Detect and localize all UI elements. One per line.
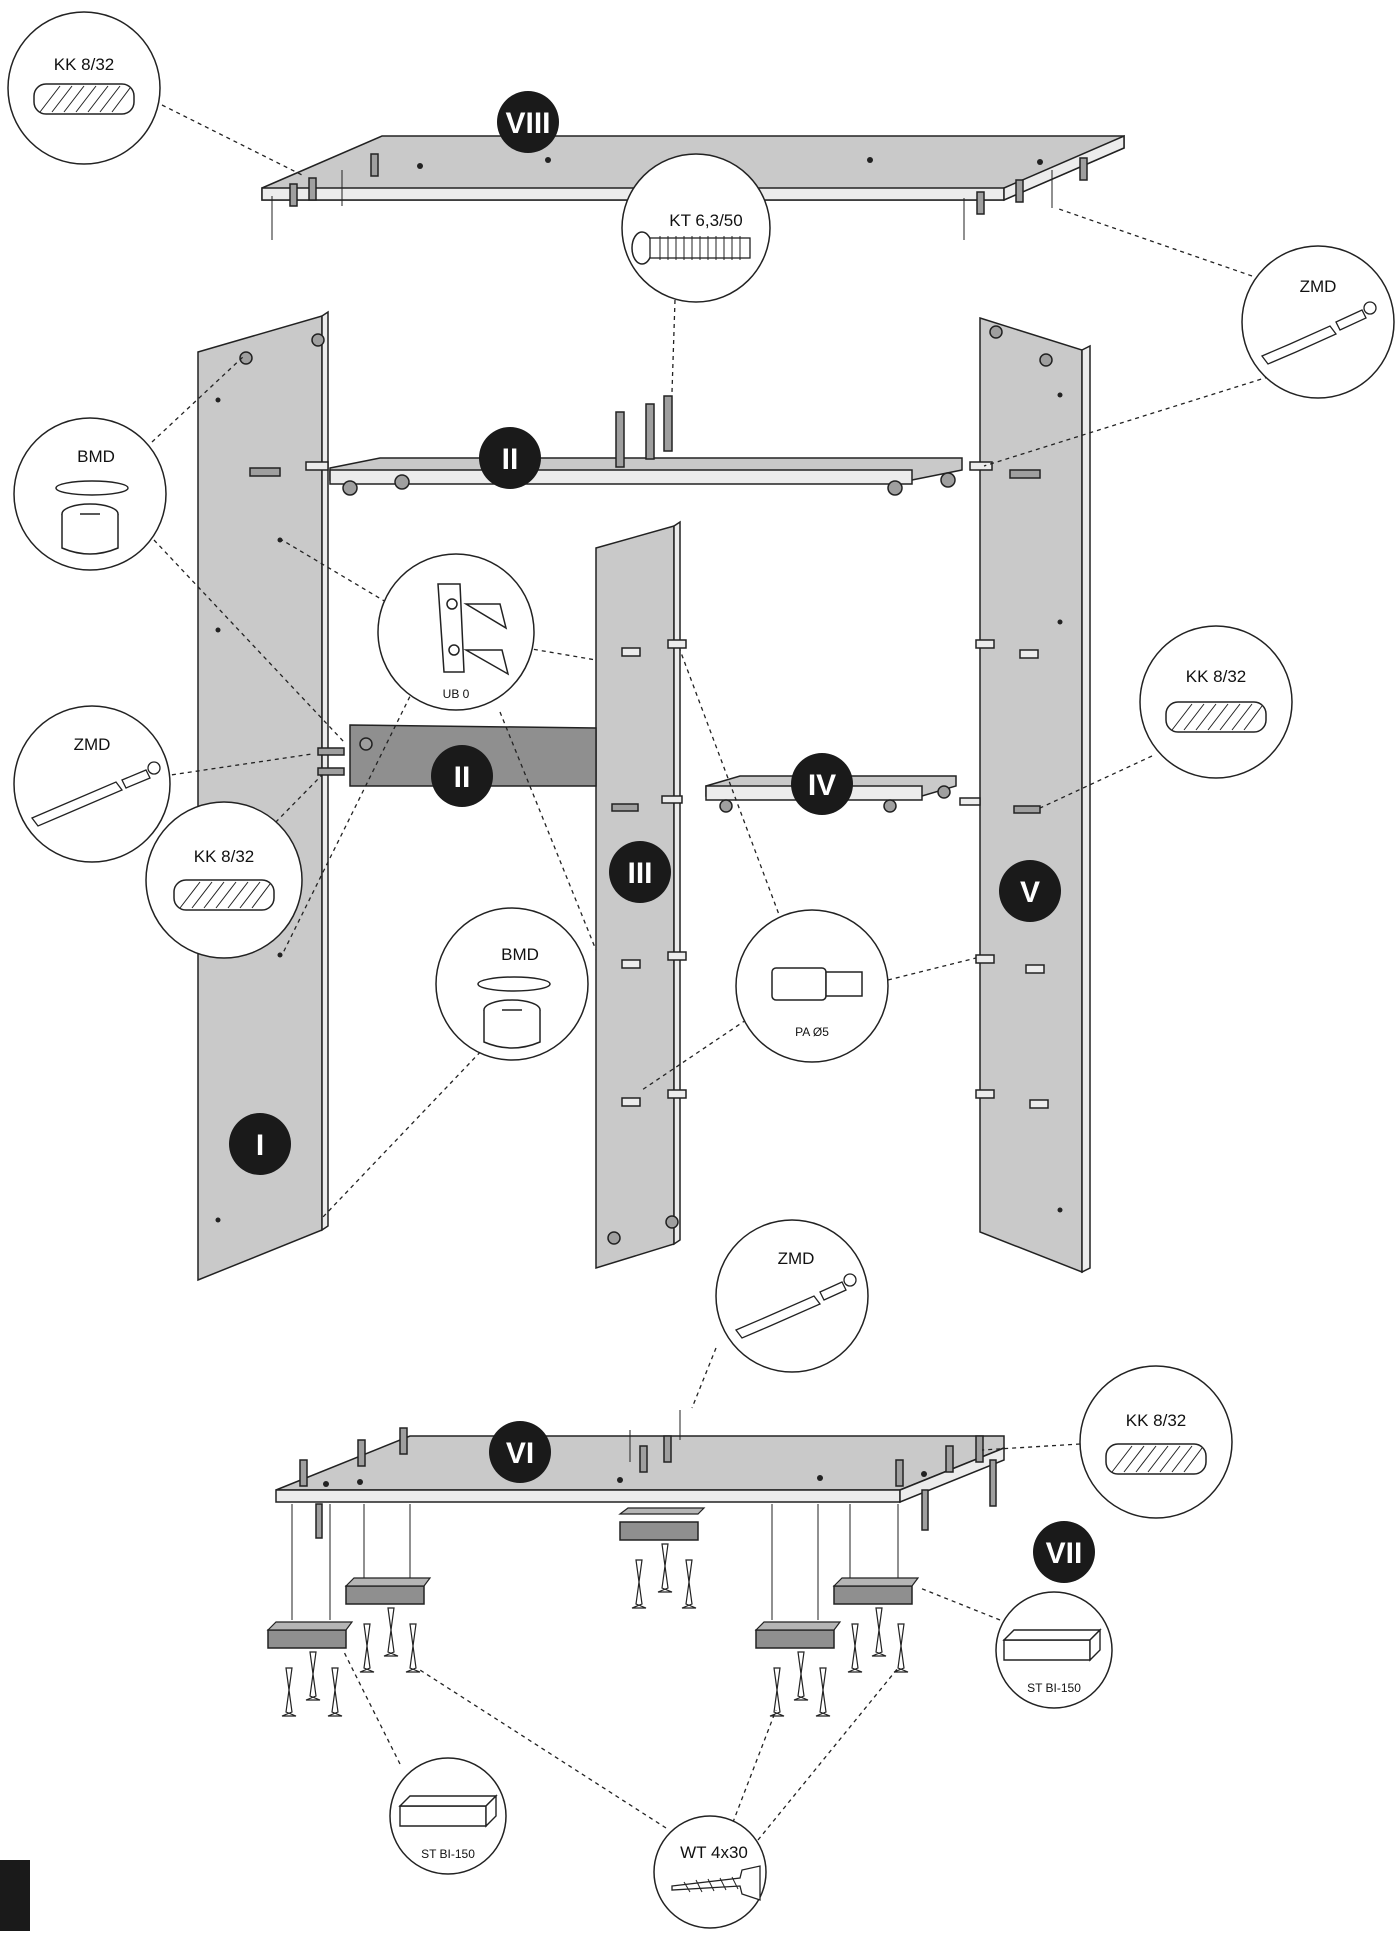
cam-lock-icon bbox=[55, 480, 129, 555]
pin-icon bbox=[771, 967, 863, 1001]
feet-blocks bbox=[266, 1504, 920, 1649]
badge-ii-label: II bbox=[502, 443, 519, 476]
badge-iv: IV bbox=[791, 753, 853, 815]
badge-viii-label: VIII bbox=[505, 107, 550, 140]
wood-screw-icon bbox=[671, 1865, 761, 1901]
callout-ub-label: UB 0 bbox=[443, 687, 470, 701]
callout-zmd-bottom: ZMD bbox=[715, 1219, 869, 1373]
foot-block-icon bbox=[1002, 1628, 1102, 1662]
upper-shelf-ii bbox=[249, 395, 1041, 496]
part-badges: VIII II II III IV V I VI VII bbox=[229, 91, 1095, 1583]
badge-vii: VII bbox=[1033, 1521, 1095, 1583]
badge-iii-label: III bbox=[627, 857, 652, 890]
callout-zmd-left: ZMD bbox=[13, 705, 171, 863]
dowel-hatch-icon bbox=[1111, 1445, 1203, 1473]
callout-bmd-center: BMD bbox=[435, 907, 589, 1061]
foot-block-icon bbox=[398, 1794, 498, 1828]
callout-kk-top-label: KK 8/32 bbox=[54, 55, 115, 74]
callout-st-right: ST BI-150 bbox=[995, 1591, 1113, 1709]
bracket-icon bbox=[437, 583, 510, 676]
badge-iii: III bbox=[609, 841, 671, 903]
callout-kk-bottom-label: KK 8/32 bbox=[1126, 1411, 1187, 1430]
connector-bolt-icon bbox=[1260, 301, 1377, 365]
badge-vi-label: VI bbox=[506, 1437, 534, 1470]
cam-lock-icon bbox=[477, 976, 551, 1049]
badge-i: I bbox=[229, 1113, 291, 1175]
callout-pa: PA Ø5 bbox=[735, 909, 889, 1063]
callout-kk-right: KK 8/32 bbox=[1139, 625, 1293, 779]
callout-pa-label: PA Ø5 bbox=[795, 1025, 829, 1039]
page-tab bbox=[0, 1860, 30, 1931]
leader-lines bbox=[151, 104, 1285, 1841]
bottom-panel-vi bbox=[275, 1410, 1005, 1539]
callout-zmd-bottom-label: ZMD bbox=[778, 1249, 815, 1268]
callout-kt: KT 6,3/50 bbox=[621, 153, 771, 303]
callout-kk-bottom: KK 8/32 bbox=[1079, 1365, 1233, 1519]
connector-bolt-icon bbox=[734, 1273, 857, 1339]
callout-kk-left-label: KK 8/32 bbox=[194, 847, 255, 866]
block-screws bbox=[281, 1543, 909, 1717]
callout-kt-label: KT 6,3/50 bbox=[669, 211, 742, 230]
callout-wt-label: WT 4x30 bbox=[680, 1843, 748, 1862]
badge-vii-label: VII bbox=[1046, 1537, 1083, 1570]
side-panel-v bbox=[975, 316, 1091, 1274]
screw-icon bbox=[631, 231, 751, 265]
callout-bmd-left-label: BMD bbox=[77, 447, 115, 466]
callout-kk-left: KK 8/32 bbox=[145, 801, 303, 959]
callout-st-right-label: ST BI-150 bbox=[1027, 1681, 1081, 1695]
callout-kk-top: KK 8/32 bbox=[7, 11, 161, 165]
connector-bolt-icon bbox=[30, 761, 161, 827]
badge-ii-upper: II bbox=[479, 427, 541, 489]
callout-st-left: ST BI-150 bbox=[389, 1757, 507, 1875]
callout-st-left-label: ST BI-150 bbox=[421, 1847, 475, 1861]
badge-i-label: I bbox=[256, 1129, 264, 1162]
badge-ii-rail: II bbox=[431, 745, 493, 807]
badge-ii-rail-label: II bbox=[454, 761, 471, 794]
dowel-hatch-icon bbox=[179, 881, 271, 909]
badge-v: V bbox=[999, 860, 1061, 922]
callout-ub: UB 0 bbox=[377, 553, 535, 711]
callout-bmd-left: BMD bbox=[13, 417, 167, 571]
callout-wt: WT 4x30 bbox=[653, 1815, 767, 1929]
badge-vi: VI bbox=[489, 1421, 551, 1483]
dowel-hatch-icon bbox=[1171, 703, 1263, 731]
dowel-hatch-icon bbox=[39, 85, 131, 113]
badge-v-label: V bbox=[1020, 876, 1040, 909]
badge-iv-label: IV bbox=[808, 769, 836, 802]
callout-kk-right-label: KK 8/32 bbox=[1186, 667, 1247, 686]
callout-zmd-top-right-label: ZMD bbox=[1300, 277, 1337, 296]
callout-zmd-left-label: ZMD bbox=[74, 735, 111, 754]
badge-viii: VIII bbox=[497, 91, 559, 153]
callout-zmd-top-right: ZMD bbox=[1241, 245, 1395, 399]
callout-bmd-center-label: BMD bbox=[501, 945, 539, 964]
